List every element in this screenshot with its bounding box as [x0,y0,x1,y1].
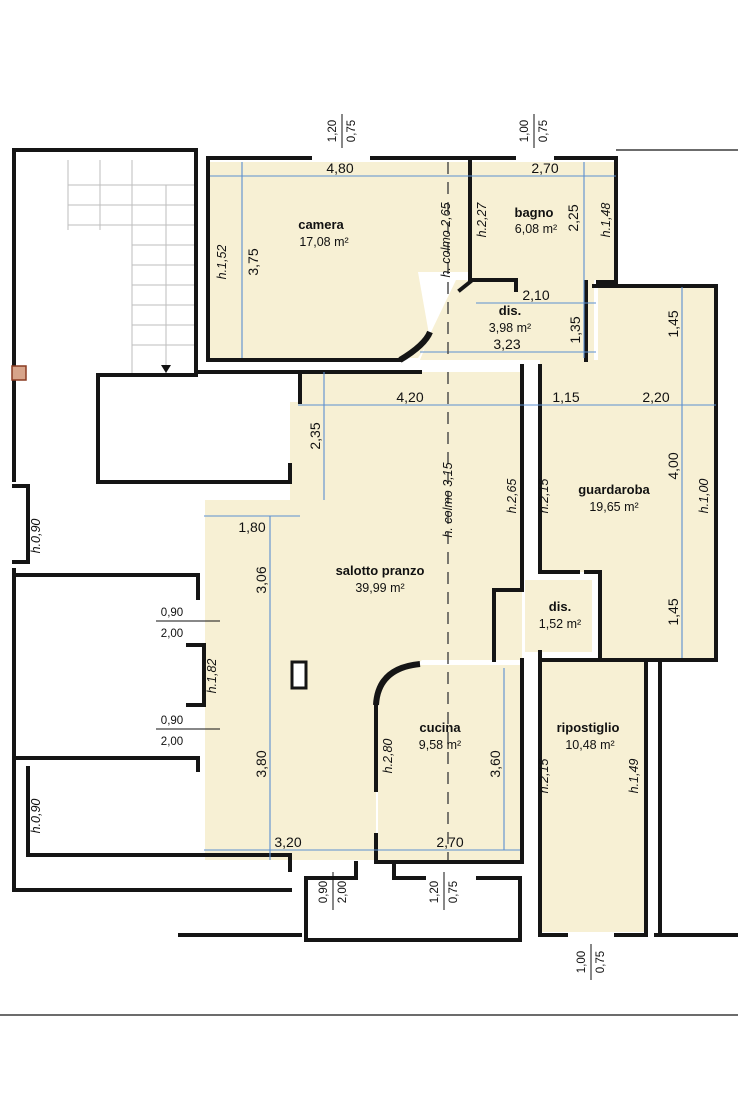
window-labels: 1,20 0,75 1,00 0,75 0,90 2,00 0,90 2,00 … [156,114,607,980]
h-salotto-right: h.2,65 [505,479,519,514]
dim-salotto-top-width: 4,20 [396,389,423,405]
win-left2-w: 0,90 [161,715,183,727]
dim-salotto-h2: 3,80 [253,750,269,777]
h-camera: h.1,52 [215,245,229,280]
h-guardaroba-right: h.1,00 [697,479,711,514]
h-guardaroba-left: h.2,15 [537,479,551,514]
dim-dis-height: 1,35 [567,316,583,343]
dim-bottom-left: 3,20 [274,834,301,850]
win-top1-h: 0,75 [346,120,358,142]
small-marker [11,365,27,381]
dim-guardaroba-height: 4,00 [665,452,681,479]
room-area-dis1: 3,98 m² [489,321,531,335]
room-name-guardaroba: guardaroba [578,482,650,497]
dim-camera-height: 3,75 [245,248,261,275]
column [290,660,308,690]
dim-mid-width: 1,15 [552,389,579,405]
room-name-cucina: cucina [419,720,461,735]
dim-guardaroba-top: 1,45 [665,310,681,337]
win-bottom1-w: 0,90 [318,881,330,903]
dim-guardaroba-bottom: 1,45 [665,598,681,625]
win-top2-h: 0,75 [538,120,550,142]
win-bottom2-w: 1,20 [429,881,441,903]
dim-camera-width: 4,80 [326,160,353,176]
win-bottom3-w: 1,00 [576,951,588,973]
win-top1-w: 1,20 [327,120,339,142]
staircase [67,160,196,375]
room-area-bagno: 6,08 m² [515,222,557,236]
win-top2-w: 1,00 [519,120,531,142]
win-bottom3-h: 0,75 [595,951,607,973]
dim-cucina-height: 3,60 [487,750,503,777]
h-salotto-colmo: h. colmo 3,15 [441,462,455,537]
h-ripostiglio-right: h.1,49 [627,759,641,794]
room-labels: camera 17,08 m² bagno 6,08 m² dis. 3,98 … [298,205,650,752]
room-name-dis2: dis. [549,599,571,614]
h-cucina: h.2,80 [381,739,395,774]
h-bagno-left: h.2,27 [475,202,489,238]
room-area-cucina: 9,58 m² [419,738,461,752]
h-ripostiglio-left: h.2,15 [537,759,551,794]
h-bagno-right: h.1,48 [599,203,613,238]
height-labels: h.1,52 h. colmo 2,65 h.2,27 h.1,48 h. co… [29,202,711,834]
win-bottom1-h: 2,00 [337,881,349,903]
stair-arrow-icon [161,365,171,373]
room-name-salotto: salotto pranzo [336,563,425,578]
room-name-ripostiglio: ripostiglio [557,720,620,735]
room-area-guardaroba: 19,65 m² [589,500,638,514]
room-name-dis1: dis. [499,303,521,318]
dim-bagno-height: 2,25 [565,204,581,231]
dim-bottom-right: 2,70 [436,834,463,850]
dimension-labels: 4,80 2,70 3,75 2,25 2,10 1,35 3,23 1,45 … [238,160,681,850]
walls [12,148,738,942]
dim-bagno-width: 2,70 [531,160,558,176]
win-left1-w: 0,90 [161,607,183,619]
dim-dis-width: 2,10 [522,287,549,303]
room-area-camera: 17,08 m² [299,235,348,249]
room-area-dis2: 1,52 m² [539,617,581,631]
h-camera-colmo: h. colmo 2,65 [439,202,453,277]
dimension-lines [204,162,716,860]
camera-curved-wall [398,330,433,363]
win-left1-h: 2,00 [161,628,183,640]
room-area-ripostiglio: 10,48 m² [565,738,614,752]
cucina-curved-wall [373,661,421,706]
room-name-bagno: bagno [515,205,554,220]
win-bottom2-h: 0,75 [448,881,460,903]
dim-salotto-h1: 3,06 [253,566,269,593]
floor-fills [205,162,714,932]
room-name-camera: camera [298,217,344,232]
win-left2-h: 2,00 [161,736,183,748]
room-area-salotto: 39,99 m² [355,581,404,595]
dim-salotto-left-width: 1,80 [238,519,265,535]
dim-salotto-upper: 2,35 [307,422,323,449]
dim-guardaroba-width: 2,20 [642,389,669,405]
h-left-mid: h.1,82 [205,659,219,694]
dim-dis-lower-width: 3,23 [493,336,520,352]
h-left-bottom: h.0,90 [29,799,43,834]
h-left-top: h.0,90 [29,519,43,554]
